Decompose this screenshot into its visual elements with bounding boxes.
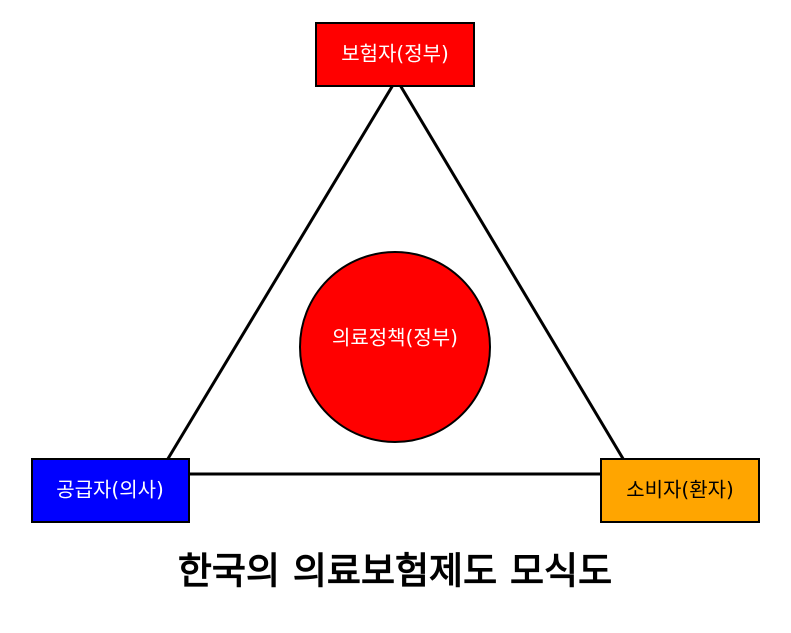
insurer-label: 보험자(정부) [341, 42, 449, 66]
node-provider: 공급자(의사) [31, 458, 190, 523]
node-policy: 의료정책(정부) [299, 251, 491, 443]
edges [164, 84, 627, 476]
consumer-box [600, 458, 760, 523]
edge-insurer-provider [164, 84, 395, 463]
provider-label: 공급자(의사) [56, 478, 164, 502]
consumer-label: 소비자(환자) [626, 478, 734, 502]
node-consumer: 소비자(환자) [600, 458, 760, 523]
insurer-box [315, 22, 475, 87]
edge-insurer-consumer [398, 84, 627, 463]
policy-circle [299, 251, 491, 443]
provider-box [31, 458, 190, 523]
node-insurer: 보험자(정부) [315, 22, 475, 87]
policy-label: 의료정책(정부) [332, 326, 458, 350]
diagram-caption: 한국의 의료보험제도 모식도 [178, 550, 612, 593]
